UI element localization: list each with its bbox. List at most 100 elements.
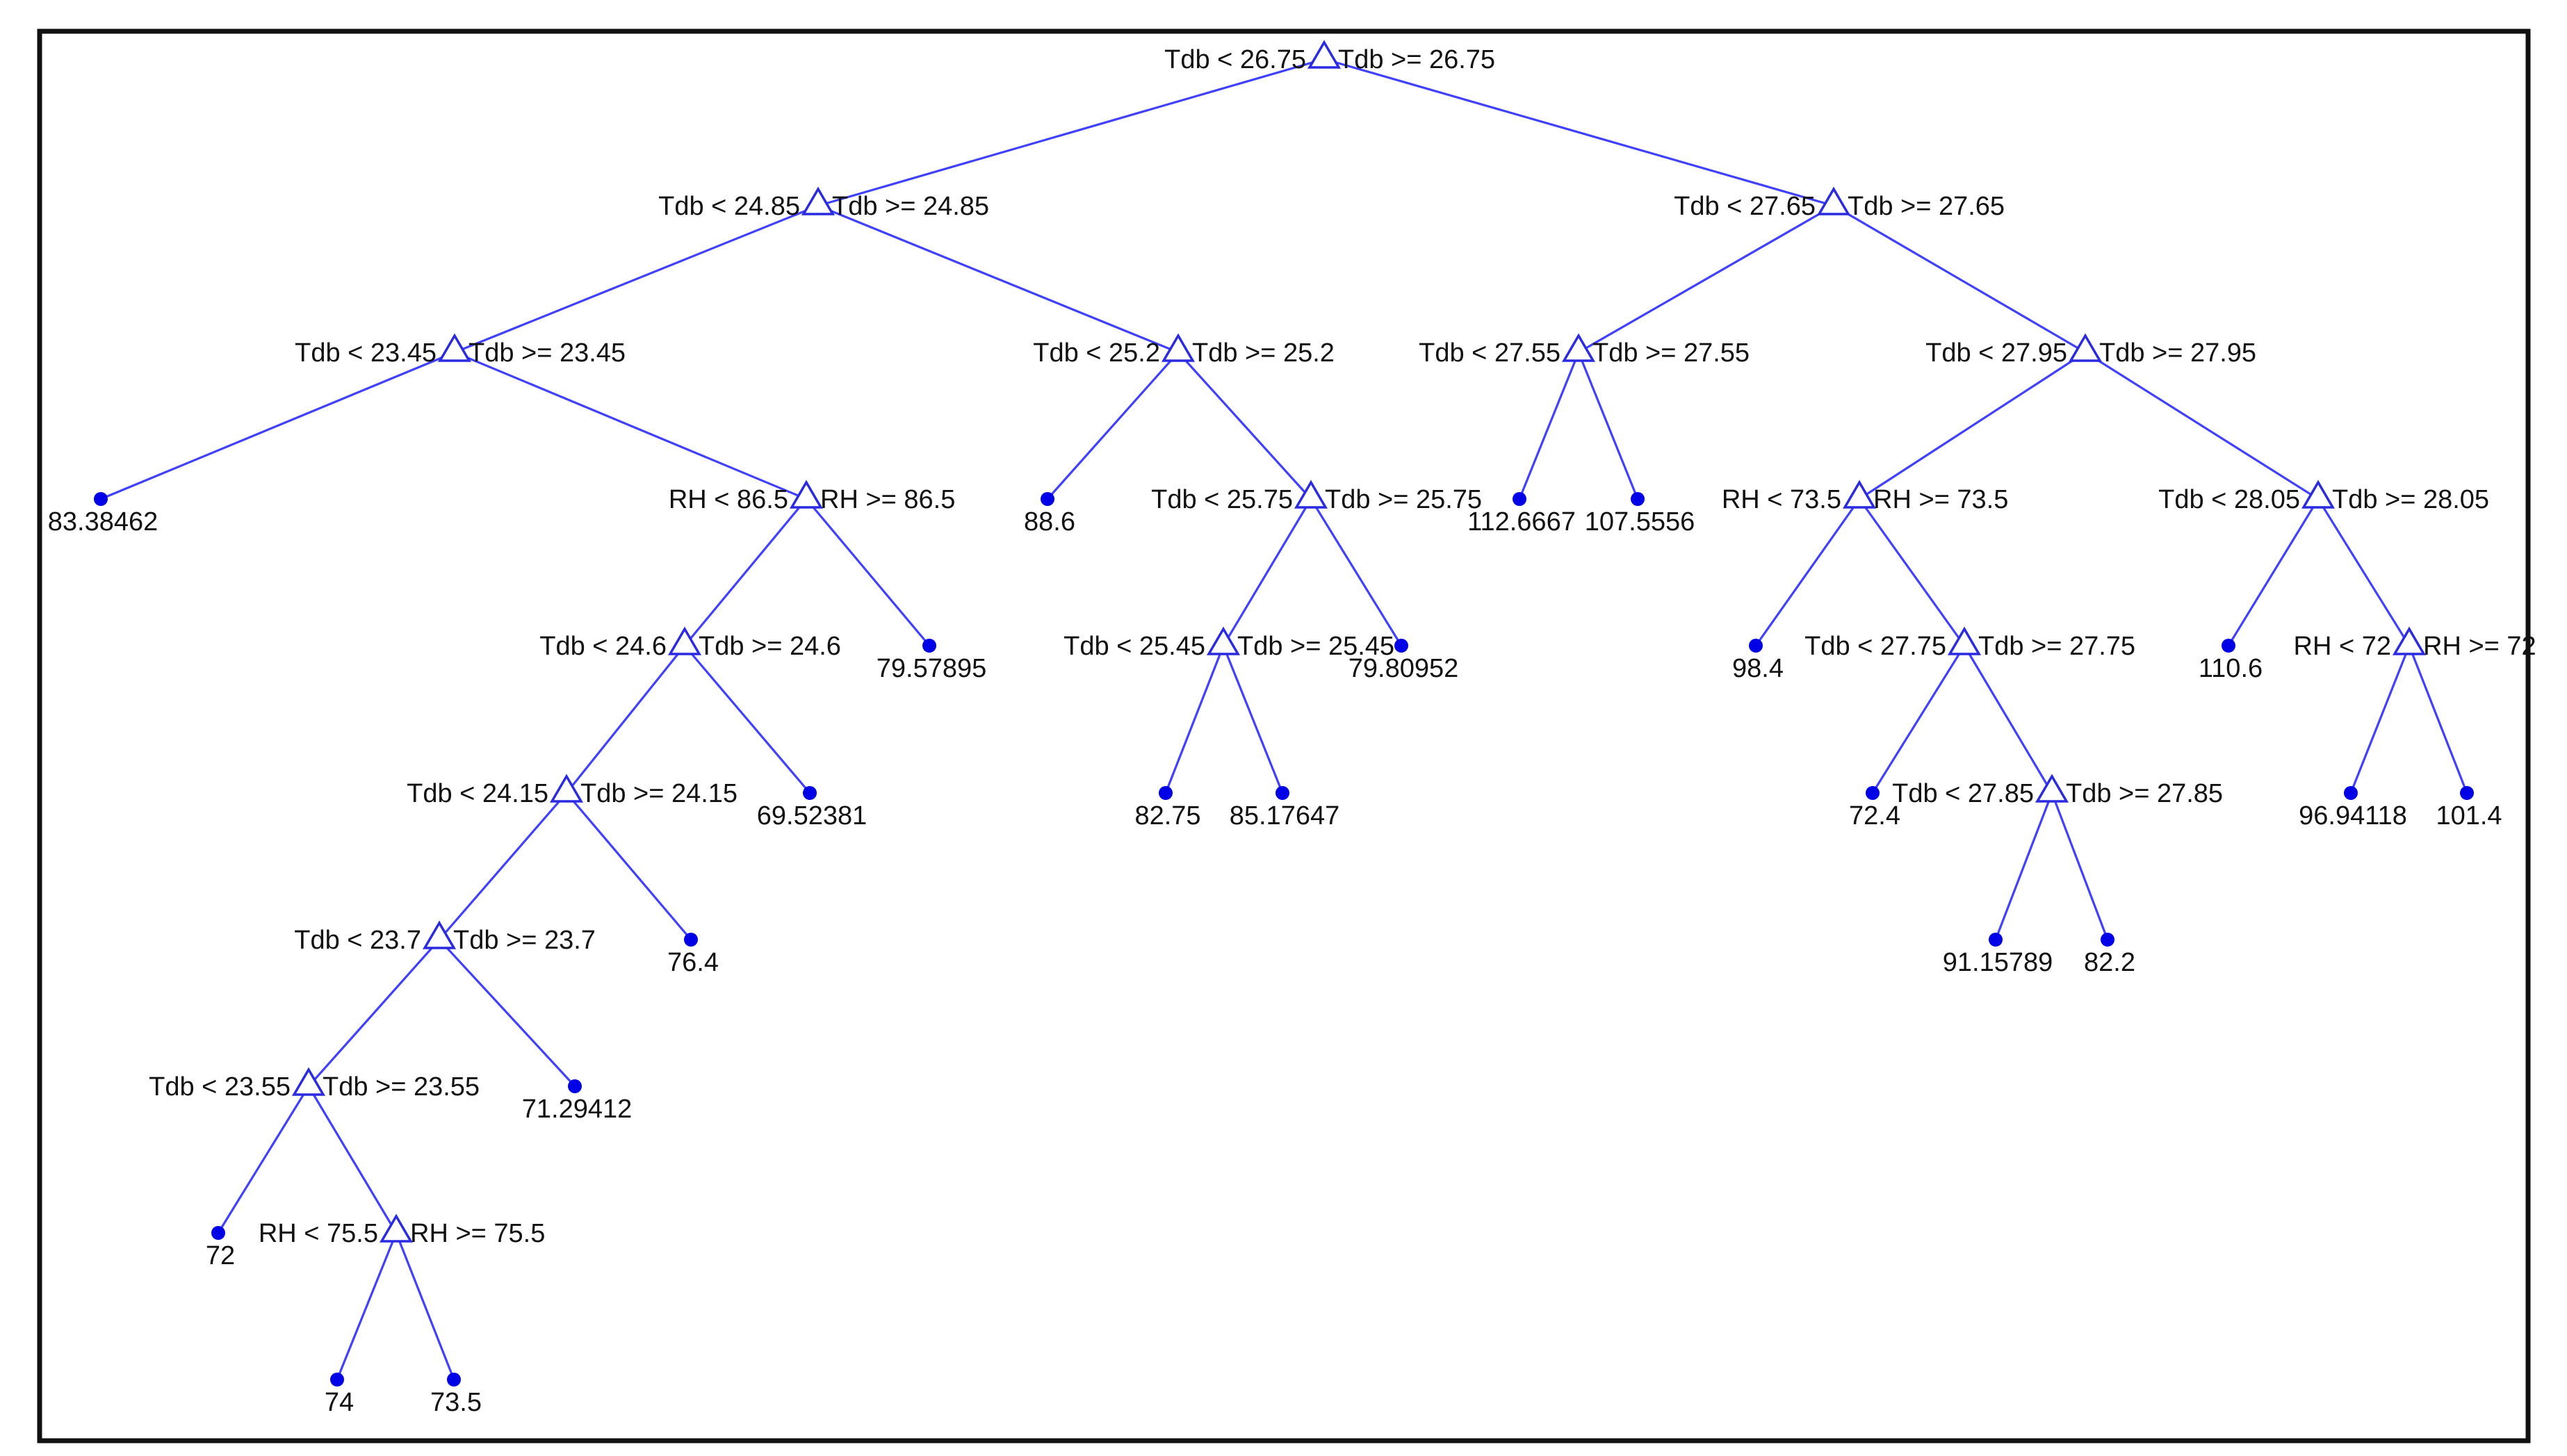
dot-icon xyxy=(94,492,108,506)
triangle-icon xyxy=(667,626,702,655)
dot-icon xyxy=(1159,786,1173,800)
triangle-icon xyxy=(1161,333,1196,362)
leaf-value-label: 85.17647 xyxy=(1230,801,1340,831)
split-left-label: Tdb < 24.15 xyxy=(407,779,548,808)
leaf-value-label: 69.52381 xyxy=(757,801,867,831)
dot-icon xyxy=(803,786,817,800)
tree-node-markers xyxy=(94,40,2474,1387)
split-right-label: RH >= 72 xyxy=(2423,632,2536,661)
tree-edge xyxy=(1754,498,1861,646)
split-right-label: Tdb >= 27.65 xyxy=(1848,192,2005,221)
leaf-value-label: 82.2 xyxy=(2084,948,2135,977)
tree-edge xyxy=(2051,792,2109,940)
split-left-label: Tdb < 26.75 xyxy=(1164,45,1306,74)
tree-edge xyxy=(1164,645,1225,794)
tree-edge xyxy=(100,351,455,500)
dot-icon xyxy=(1041,492,1054,506)
triangle-icon xyxy=(789,480,824,509)
dot-icon xyxy=(1394,639,1408,653)
leaf-value-label: 79.80952 xyxy=(1348,654,1459,683)
triangle-icon xyxy=(549,774,584,803)
split-right-label: Tdb >= 27.55 xyxy=(1592,338,1750,368)
tree-edge xyxy=(1177,351,1312,500)
split-left-label: RH < 72 xyxy=(2294,632,2391,661)
tree-edge xyxy=(1577,352,1639,500)
dot-icon xyxy=(568,1079,582,1093)
tree-edge xyxy=(217,1086,310,1234)
leaf-value-label: 112.6667 xyxy=(1467,507,1576,537)
tree-edge xyxy=(438,792,568,941)
split-right-label: Tdb >= 26.75 xyxy=(1338,45,1495,74)
triangle-icon xyxy=(2035,774,2069,803)
dot-icon xyxy=(684,933,698,947)
split-right-label: Tdb >= 25.75 xyxy=(1325,485,1482,514)
dot-icon xyxy=(1749,639,1763,653)
triangle-icon xyxy=(1561,333,1596,362)
tree-edge xyxy=(817,58,1325,207)
tree-edge xyxy=(307,938,441,1088)
leaf-value-label: 71.29412 xyxy=(522,1095,633,1124)
leaf-value-label: 72.4 xyxy=(1849,801,1900,831)
split-left-label: Tdb < 27.65 xyxy=(1674,192,1816,221)
split-left-label: Tdb < 24.6 xyxy=(539,632,667,661)
leaf-value-label: 107.5556 xyxy=(1585,507,1695,537)
tree-edge xyxy=(454,351,807,500)
split-right-label: Tdb >= 23.45 xyxy=(468,338,626,368)
leaf-value-label: 73.5 xyxy=(430,1388,482,1417)
split-right-label: Tdb >= 24.85 xyxy=(832,192,989,221)
leaf-value-label: 76.4 xyxy=(667,948,719,977)
triangle-icon xyxy=(1206,626,1241,655)
triangle-icon xyxy=(437,333,472,362)
triangle-icon xyxy=(1294,480,1328,509)
tree-edge xyxy=(438,938,576,1088)
split-right-label: RH >= 86.5 xyxy=(820,485,955,514)
dot-icon xyxy=(1866,786,1880,800)
split-right-label: Tdb >= 27.75 xyxy=(1978,632,2135,661)
split-left-label: Tdb < 27.85 xyxy=(1892,779,2034,808)
tree-edge xyxy=(1859,351,2086,500)
tree-edge xyxy=(2408,645,2468,794)
tree-edge xyxy=(336,1232,398,1380)
split-right-label: Tdb >= 25.45 xyxy=(1237,632,1394,661)
tree-edge xyxy=(1833,204,2086,354)
split-right-label: RH >= 73.5 xyxy=(1873,485,2008,514)
dot-icon xyxy=(922,639,936,653)
split-left-label: Tdb < 25.45 xyxy=(1064,632,1205,661)
triangle-icon xyxy=(2301,480,2336,509)
split-left-label: RH < 75.5 xyxy=(259,1219,378,1248)
split-right-label: Tdb >= 24.15 xyxy=(580,779,737,808)
tree-edge xyxy=(2317,498,2411,646)
dot-icon xyxy=(2101,933,2114,947)
triangle-icon xyxy=(801,186,836,215)
triangle-icon xyxy=(422,920,457,949)
triangle-icon xyxy=(1842,480,1877,509)
tree-edge xyxy=(1222,498,1312,646)
leaf-value-label: 91.15789 xyxy=(1943,948,2053,977)
dot-icon xyxy=(1276,786,1289,800)
split-left-label: Tdb < 24.85 xyxy=(658,192,800,221)
tree-edge xyxy=(1963,645,2053,794)
tree-edge xyxy=(2227,498,2320,646)
tree-edge xyxy=(395,1232,455,1380)
leaf-value-label: 101.4 xyxy=(2436,801,2502,831)
split-right-label: Tdb >= 25.2 xyxy=(1192,338,1335,368)
dot-icon xyxy=(2460,786,2474,800)
dot-icon xyxy=(330,1373,344,1387)
split-left-label: Tdb < 28.05 xyxy=(2158,485,2300,514)
tree-edge xyxy=(805,498,931,647)
split-left-label: Tdb < 27.55 xyxy=(1419,338,1560,368)
dot-icon xyxy=(447,1373,461,1387)
split-left-label: Tdb < 25.2 xyxy=(1033,338,1160,368)
tree-edge xyxy=(683,498,808,647)
split-right-label: Tdb >= 23.7 xyxy=(453,926,596,955)
split-left-label: Tdb < 27.75 xyxy=(1804,632,1946,661)
leaf-value-label: 74 xyxy=(325,1388,354,1417)
triangle-icon xyxy=(291,1067,326,1096)
tree-edge xyxy=(1858,498,1966,646)
split-right-label: Tdb >= 28.05 xyxy=(2332,485,2489,514)
triangle-icon xyxy=(2392,626,2427,655)
leaf-value-label: 83.38462 xyxy=(48,507,158,537)
tree-edge xyxy=(683,644,811,794)
